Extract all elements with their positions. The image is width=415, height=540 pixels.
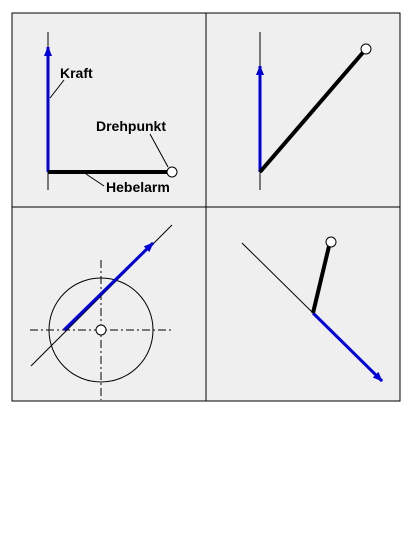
pivot-point — [360, 43, 372, 55]
panel-bottom-left-content — [30, 224, 173, 400]
panel-top-left-content: Kraft Drehpunkt Hebelarm — [44, 32, 178, 195]
leader-pivot — [149, 133, 169, 168]
label-pivot: Drehpunkt — [96, 118, 166, 134]
label-force: Kraft — [60, 65, 93, 81]
panel-bottom-left — [11, 206, 207, 402]
pivot-point — [325, 236, 337, 248]
label-lever: Hebelarm — [106, 179, 170, 195]
panel-top-right-content — [256, 32, 372, 190]
pivot-point — [166, 166, 178, 178]
lever-arm — [311, 241, 332, 314]
panel-top-right — [205, 12, 401, 208]
rotation-circle — [48, 277, 154, 383]
panel-bottom-right-content — [241, 236, 384, 383]
leader-force — [49, 79, 65, 99]
panel-grid — [11, 12, 401, 402]
pivot-point — [95, 324, 107, 336]
panel-top-left — [11, 12, 207, 208]
lever-arm — [258, 47, 368, 174]
leader-lever — [85, 173, 105, 187]
force-arrow — [62, 241, 155, 332]
force-arrow — [311, 311, 384, 383]
